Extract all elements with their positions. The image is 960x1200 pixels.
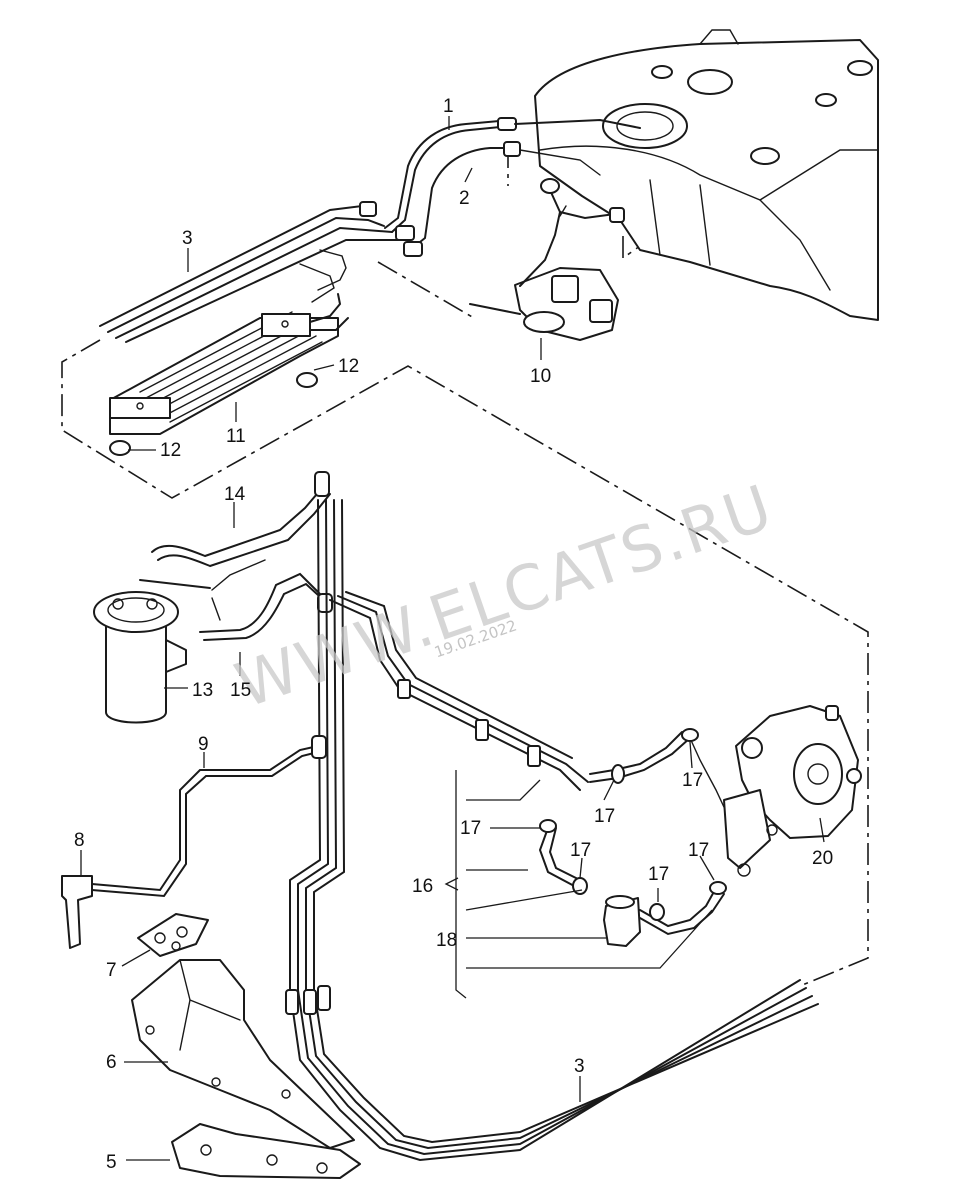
fuel-filter [93,591,187,724]
watermark: WWW.ELCATS.RU [227,470,783,722]
callout-15: 15 [230,680,251,701]
gasket-plate [137,913,209,957]
injection-pump [723,705,862,877]
callout-5: 5 [106,1152,117,1173]
fuel-tank [534,29,879,321]
callout-3-lower: 3 [574,1056,585,1077]
callout-18: 18 [436,930,457,951]
callout-17-c: 17 [682,770,703,791]
hoses-14-15 [139,471,333,641]
pipe-bundle-upper [99,201,423,343]
callout-12-upper: 12 [338,356,359,377]
pump-assembly [469,178,625,341]
callout-2: 2 [459,188,470,209]
fuel-lines-1-2 [384,117,641,251]
callout-20: 20 [812,848,833,869]
callout-17-f: 17 [688,840,709,861]
callout-11: 11 [226,426,246,447]
callout-10: 10 [530,366,551,387]
callout-6: 6 [106,1052,117,1073]
callout-3-upper: 3 [182,228,193,249]
callout-9: 9 [198,734,209,755]
pipe-bundle-lower [285,499,819,1162]
callout-8: 8 [74,830,85,851]
callout-1: 1 [443,96,454,117]
leader-lines [80,116,825,1161]
callout-numbers: 1 2 3 10 12 11 12 14 13 15 9 8 7 6 5 3 1… [74,96,833,1173]
bracket [131,959,355,1149]
callout-17-b: 17 [594,806,615,827]
callout-17-d: 17 [570,840,591,861]
line-9 [61,735,327,949]
callout-7: 7 [106,960,117,981]
hose-group-16 [538,728,731,947]
callout-17-a: 17 [460,818,481,839]
callout-16: 16 [412,876,433,897]
callout-13: 13 [192,680,213,701]
mount-bracket [171,1123,361,1179]
callout-12-lower: 12 [160,440,181,461]
callout-14: 14 [224,484,246,505]
callout-17-e: 17 [648,864,669,885]
fuel-cooler [109,293,349,456]
